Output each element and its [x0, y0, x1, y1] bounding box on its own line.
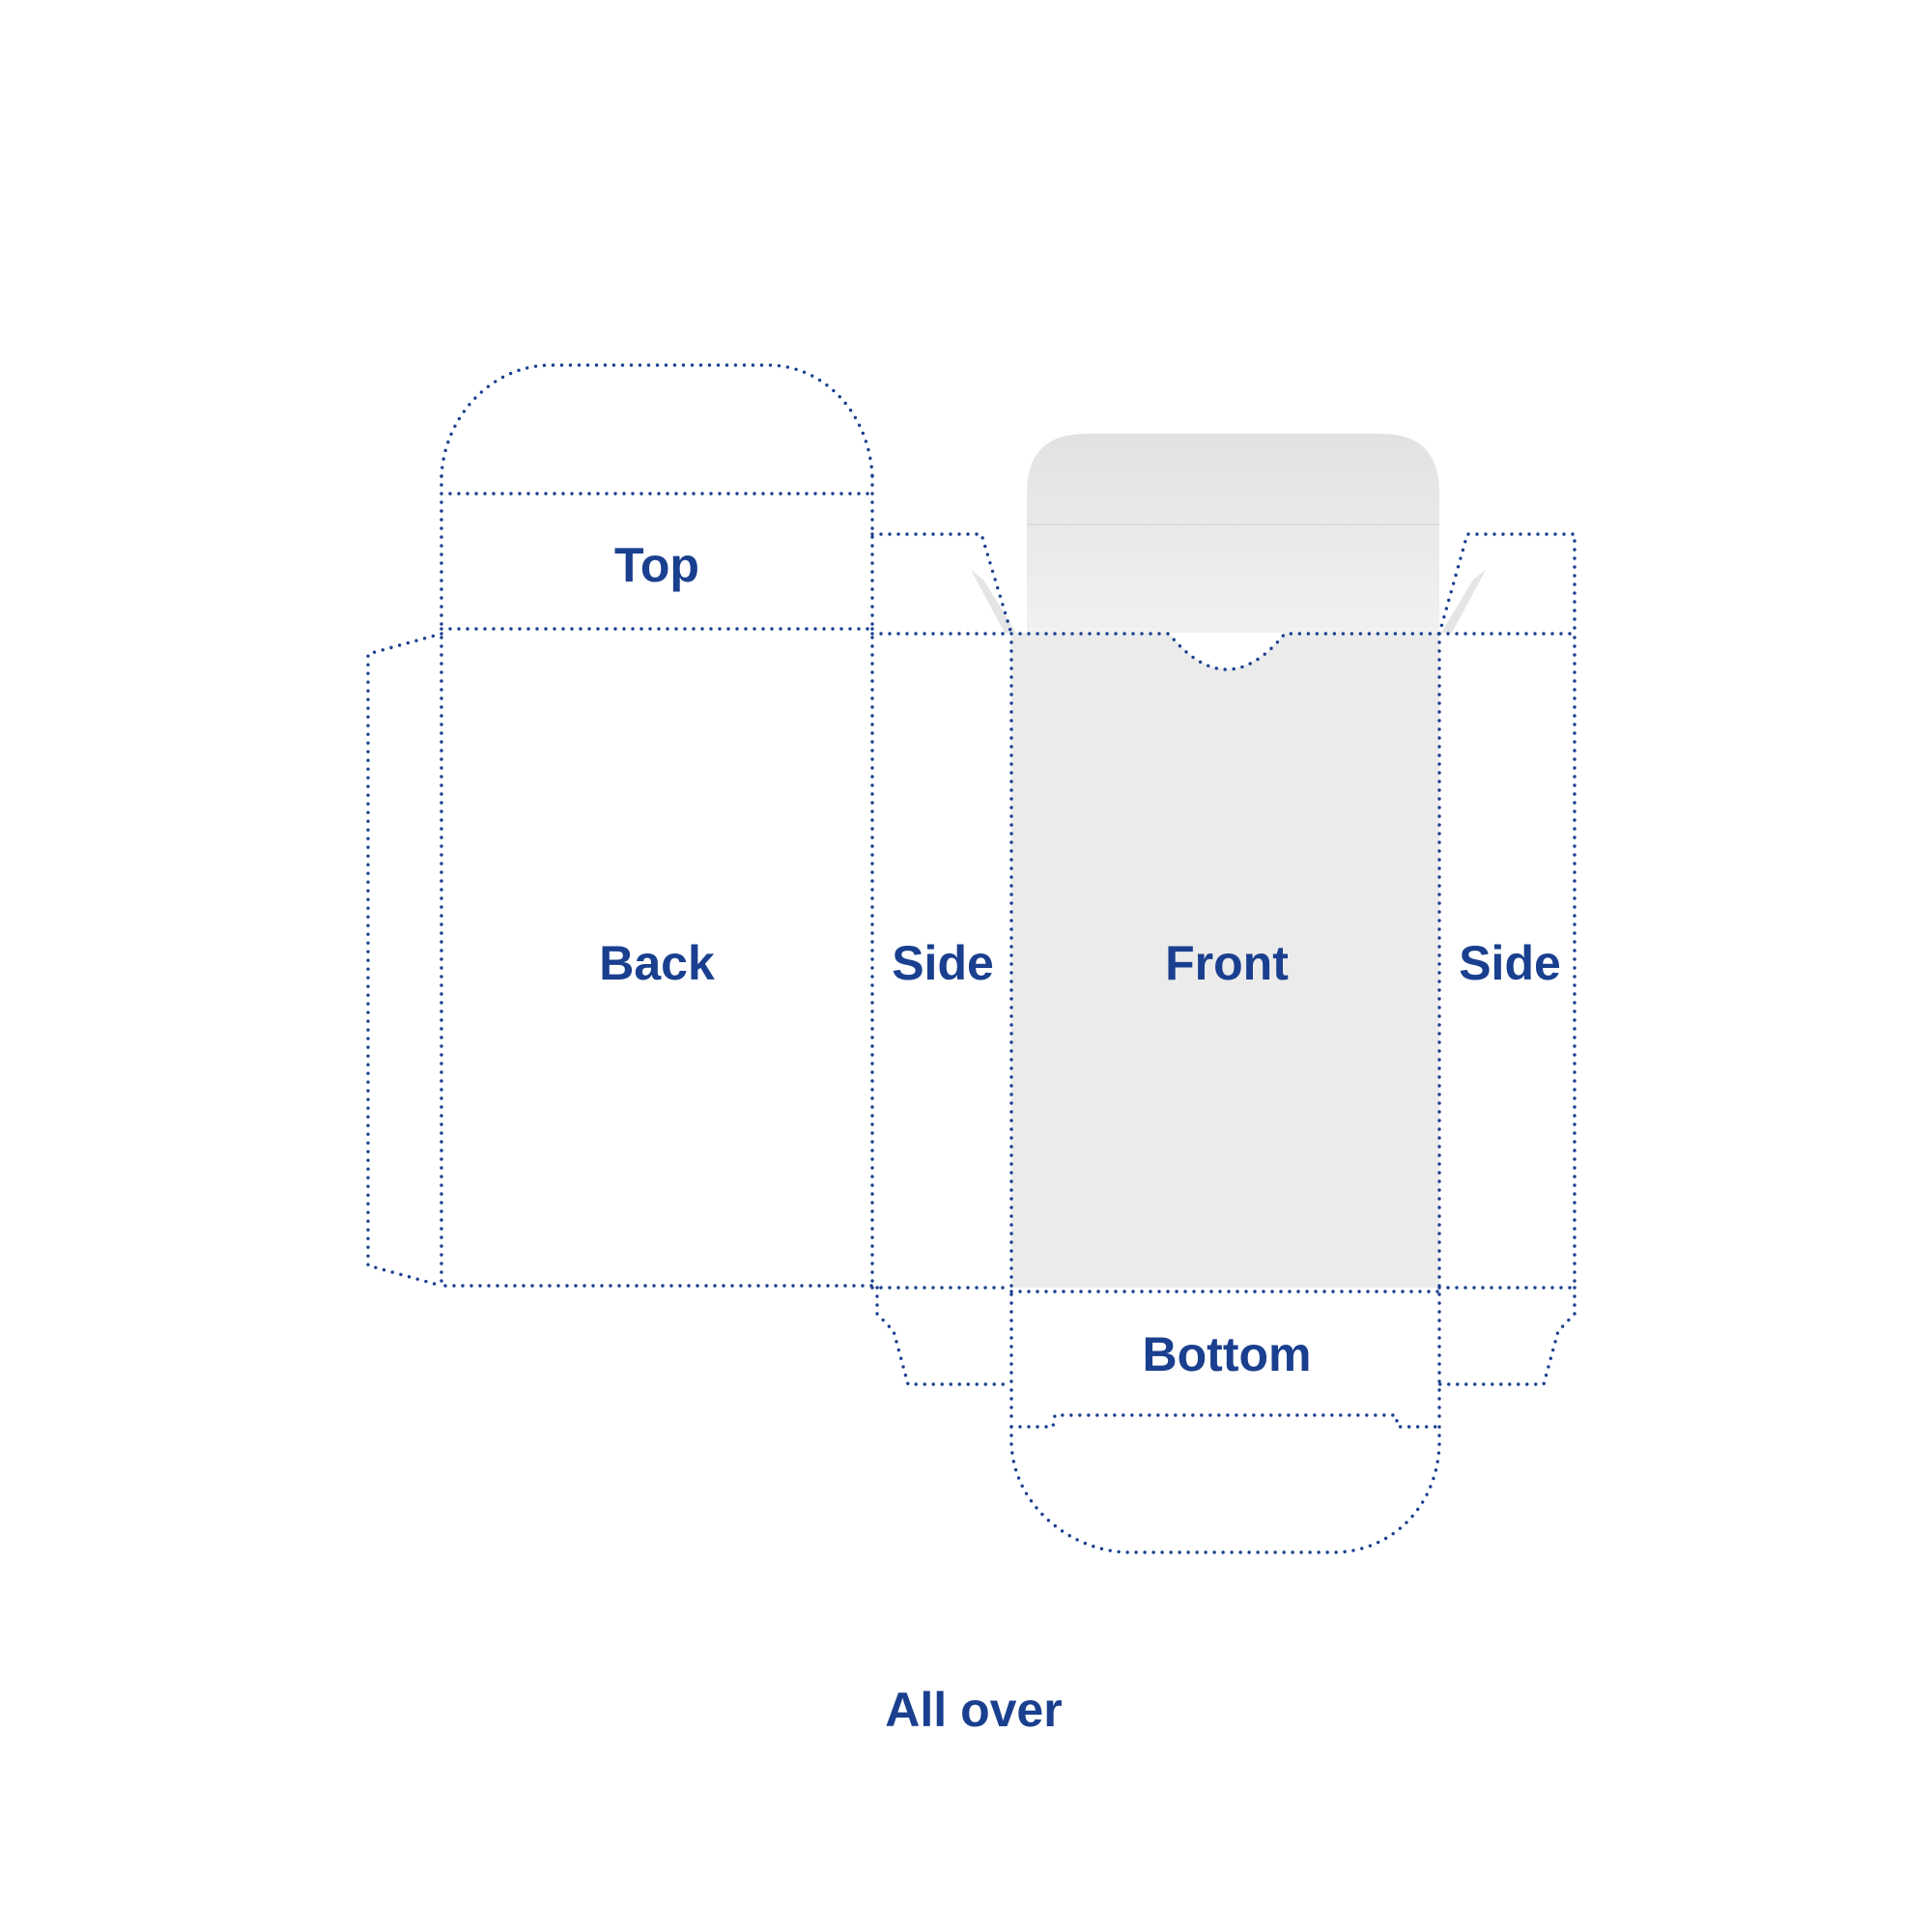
- side-right-bottom-flap: [1437, 1286, 1577, 1386]
- panel-label-bottom: Bottom: [1143, 1327, 1312, 1381]
- back-panel-outline: [440, 627, 874, 1288]
- side-right-outline: [1437, 632, 1577, 1290]
- bottom-tuck-arc: [1009, 1425, 1441, 1554]
- side-left-top-flap: [870, 532, 1013, 636]
- side-left-bottom-flap: [875, 1286, 1013, 1386]
- side-right-top-flap: [1437, 532, 1577, 636]
- side-left-outline: [870, 627, 1013, 1290]
- front-dust-flap-left: [971, 570, 1016, 633]
- front-mockup: [971, 434, 1486, 1288]
- top-panel-outline: [440, 474, 874, 631]
- front-face: [1011, 633, 1439, 1288]
- panel-label-front: Front: [1165, 936, 1289, 990]
- front-dust-flap-right: [1441, 570, 1486, 633]
- panel-label-side-left: Side: [892, 936, 994, 990]
- front-tuck-flap: [1027, 434, 1439, 633]
- dieline-cut-lines: [366, 363, 1577, 1554]
- caption-all-over: All over: [885, 1683, 1062, 1737]
- top-tuck-arc: [440, 363, 874, 478]
- panel-label-back: Back: [599, 936, 715, 990]
- bottom-panel-tabs: [1009, 1413, 1441, 1429]
- glue-flap-outline: [366, 632, 443, 1288]
- panel-label-top: Top: [614, 538, 699, 592]
- panel-labels: Top Back Side Front Side Bottom: [599, 538, 1561, 1381]
- panel-label-side-right: Side: [1459, 936, 1561, 990]
